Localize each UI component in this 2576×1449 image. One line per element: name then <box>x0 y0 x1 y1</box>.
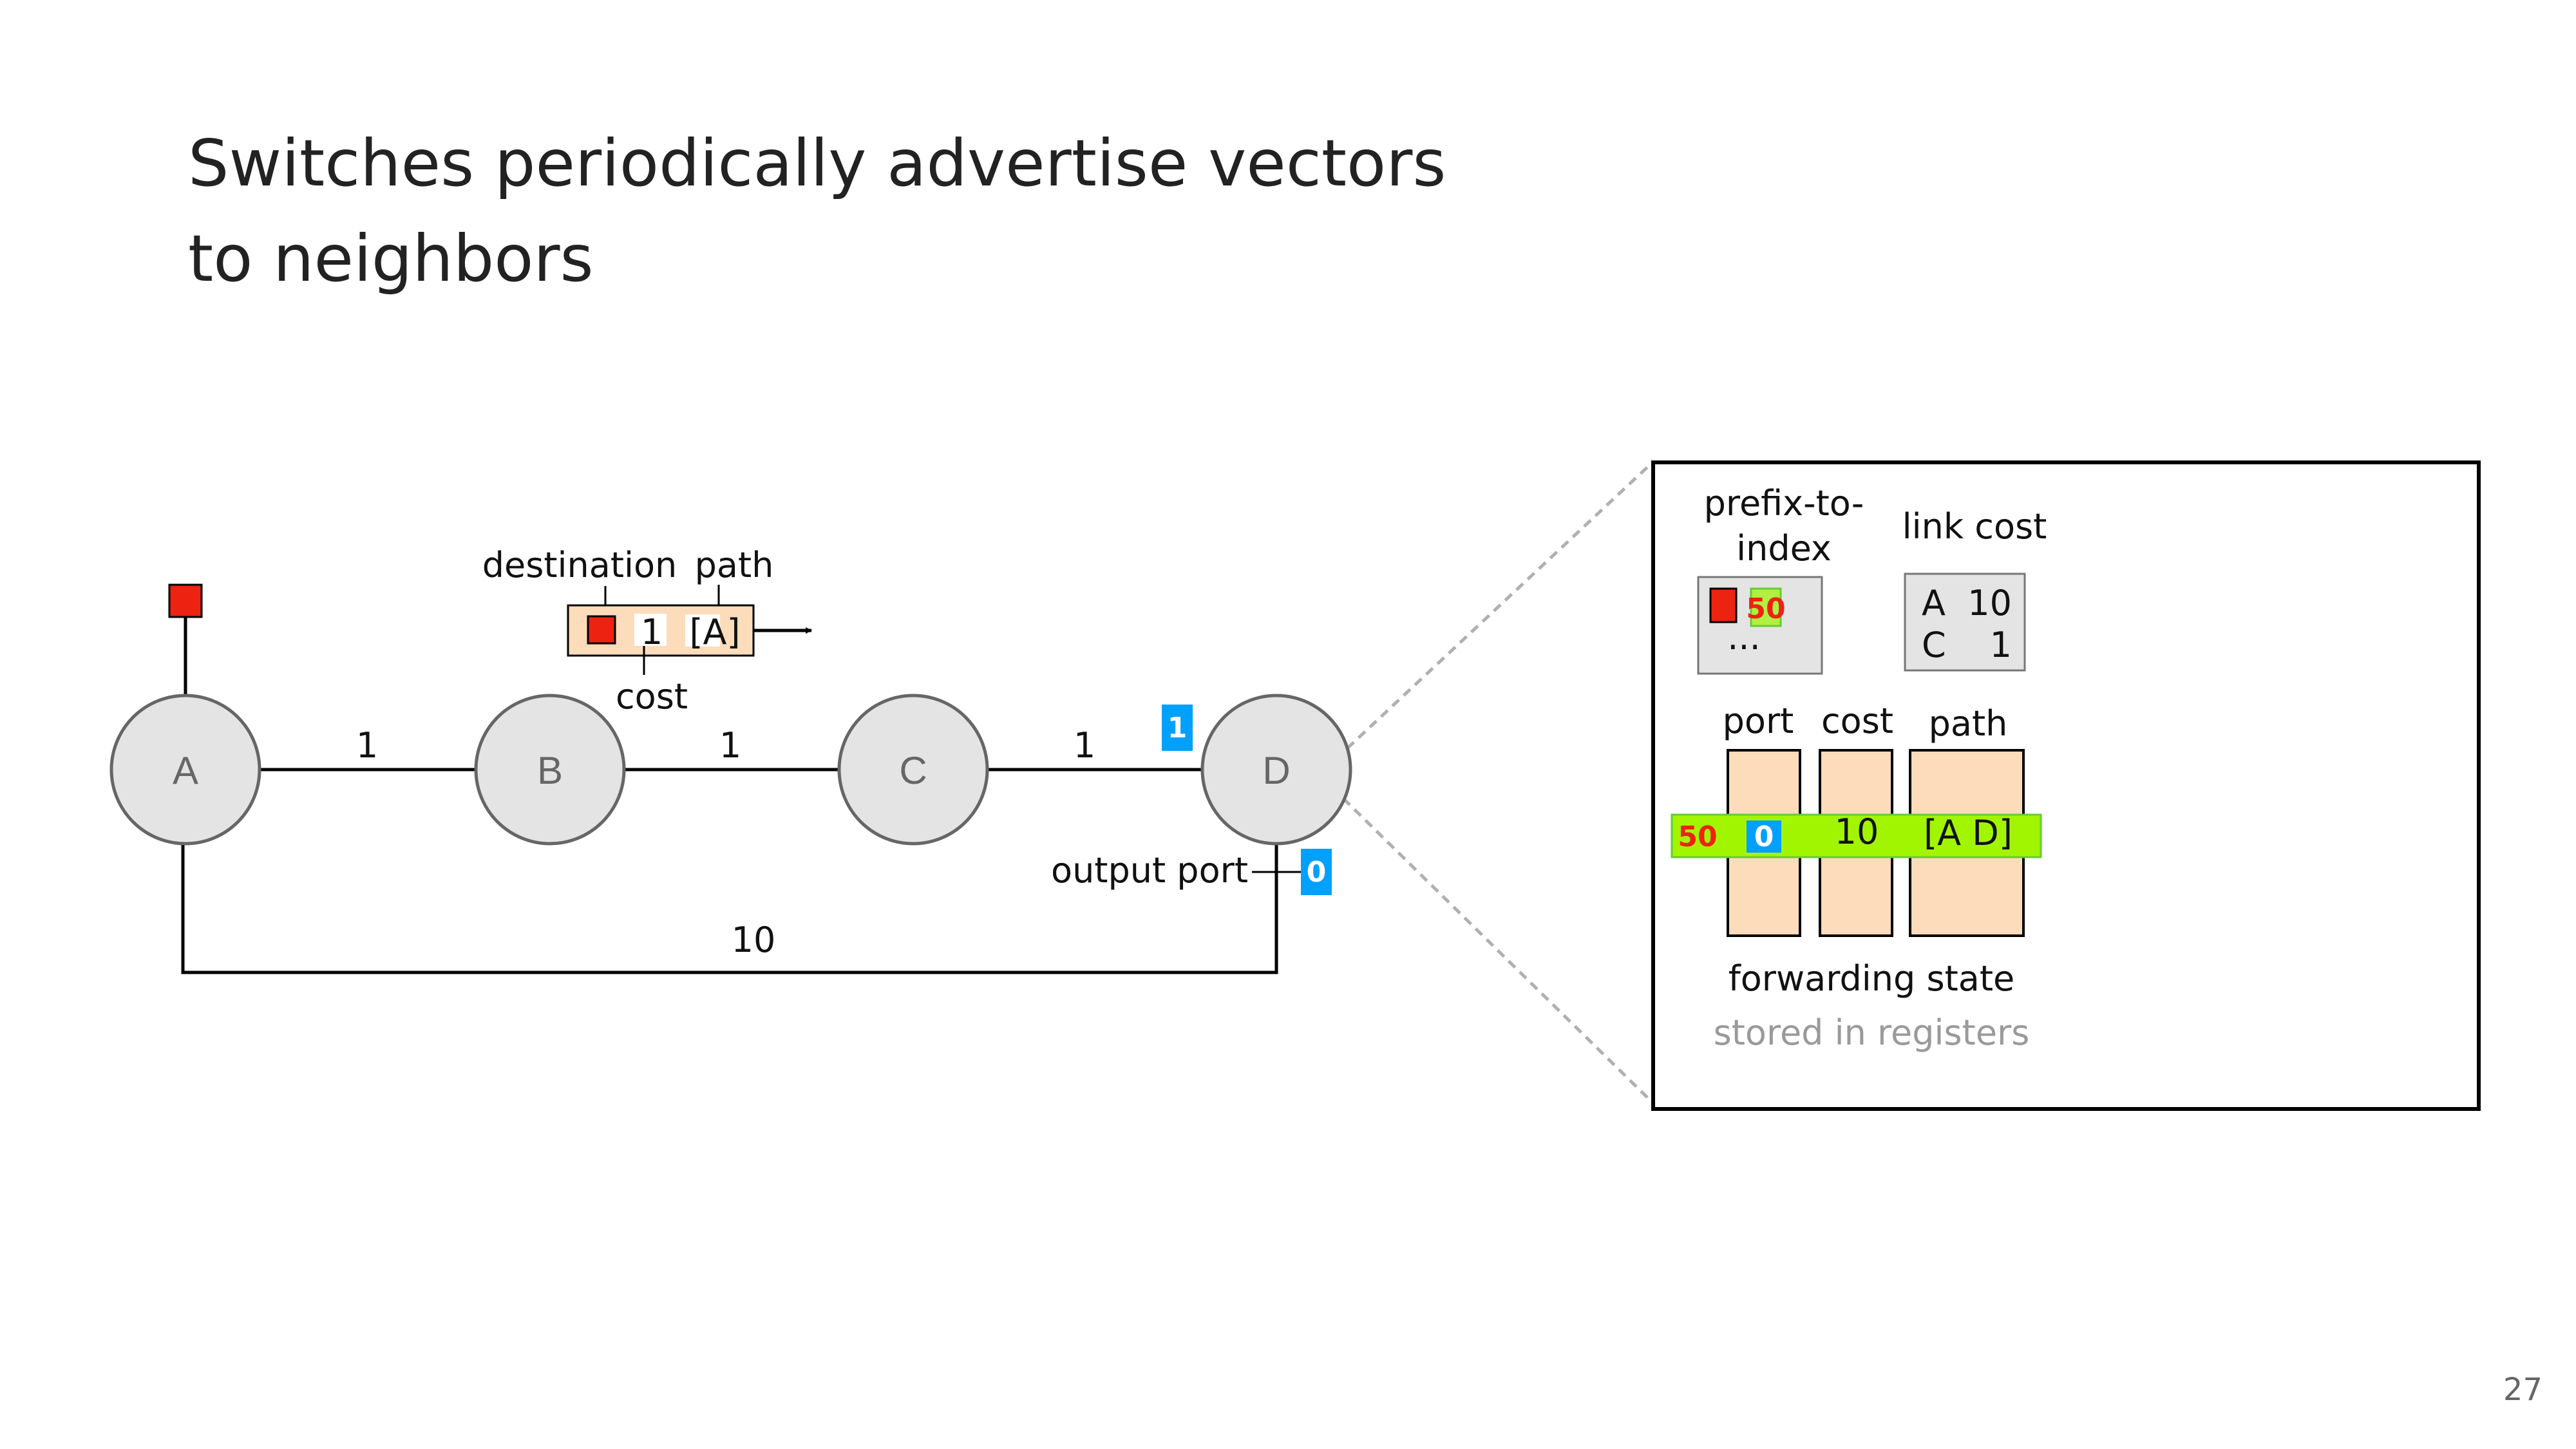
path-callout-label: path <box>695 545 774 585</box>
forwarding-state-subcaption: stored in registers <box>1714 1012 2030 1053</box>
node-a[interactable]: A <box>109 694 261 846</box>
packet-cost-bg <box>634 614 667 646</box>
slide-title-line2: to neighbors <box>188 221 594 296</box>
link-cost-title: link cost <box>1902 506 2047 547</box>
forwarding-row-path: [A D] <box>1924 813 2012 853</box>
packet-path-value: [A] <box>689 612 740 652</box>
prefix-icon <box>1709 587 1738 623</box>
node-c-label: C <box>899 749 927 792</box>
destination-callout-label: destination <box>482 545 677 585</box>
packet-destination-icon <box>587 615 616 645</box>
page-number: 27 <box>2503 1372 2543 1408</box>
link-a-d <box>181 844 1278 974</box>
forwarding-row-cost: 10 <box>1835 811 1879 852</box>
forwarding-state-caption: forwarding state <box>1728 958 2015 999</box>
link-cost-b-c: 1 <box>719 725 741 766</box>
port-badge-0-label: 0 <box>1307 856 1327 889</box>
forwarding-col-port: port <box>1723 701 1794 741</box>
zoom-line-bottom <box>1342 797 1654 1104</box>
zoom-line-top <box>1346 461 1654 750</box>
link-cost-a-d: 10 <box>732 920 776 960</box>
node-d[interactable]: D <box>1200 694 1352 846</box>
forwarding-col-cost: cost <box>1821 701 1893 741</box>
output-port-label: output port <box>1051 850 1248 891</box>
forwarding-row-port: 0 <box>1754 820 1774 853</box>
node-a-label: A <box>173 749 198 792</box>
slide-title-line1: Switches periodically advertise vectors <box>188 126 1446 201</box>
cost-callout-label: cost <box>616 676 688 717</box>
port-badge-1 <box>1162 705 1193 751</box>
forwarding-row-highlight <box>1671 813 2042 858</box>
index-value: 50 <box>1746 592 1785 625</box>
link-cost-a-b: 1 <box>356 725 378 766</box>
node-a-circle <box>109 694 261 846</box>
node-c[interactable]: C <box>837 694 989 846</box>
node-b-circle <box>474 694 626 846</box>
link-cost-c-d: 1 <box>1074 725 1095 766</box>
link-cost-row-a-cost: 10 <box>1967 583 2012 623</box>
link-cost-row-c-cost: 1 <box>1990 625 2012 665</box>
index-value-bg <box>1750 587 1782 627</box>
prefix-to-index-title-2: index <box>1736 528 1832 569</box>
link-cost-row-a-neighbor: A <box>1922 583 1946 623</box>
port-badge-0 <box>1301 849 1332 895</box>
prefix-to-index-title-1: prefix-to- <box>1704 483 1864 524</box>
forwarding-row-port-bg <box>1747 820 1781 853</box>
prefix-ellipsis: ... <box>1727 617 1761 658</box>
packet-cost-value: 1 <box>641 612 663 652</box>
node-b-label: B <box>537 749 563 792</box>
node-d-circle <box>1200 694 1352 846</box>
advertisement-packet: destination path 1 [A] cost <box>482 545 812 717</box>
node-b[interactable]: B <box>474 694 626 846</box>
node-c-circle <box>837 694 989 846</box>
port-badge-1-label: 1 <box>1168 712 1188 744</box>
forwarding-row-index: 50 <box>1678 820 1717 853</box>
switch-state-panel: prefix-to- index 50 ... link cost A 10 C… <box>1651 460 2481 1111</box>
packet-path-bg <box>685 614 720 647</box>
link-cost-row-c-neighbor: C <box>1922 625 1946 665</box>
link-cost-register <box>1904 573 2026 672</box>
destination-prefix-icon <box>168 583 203 618</box>
node-d-label: D <box>1262 749 1290 792</box>
forwarding-col-path: path <box>1929 703 2008 744</box>
forwarding-row[interactable]: 50 0 10 [A D] <box>1671 811 2042 858</box>
